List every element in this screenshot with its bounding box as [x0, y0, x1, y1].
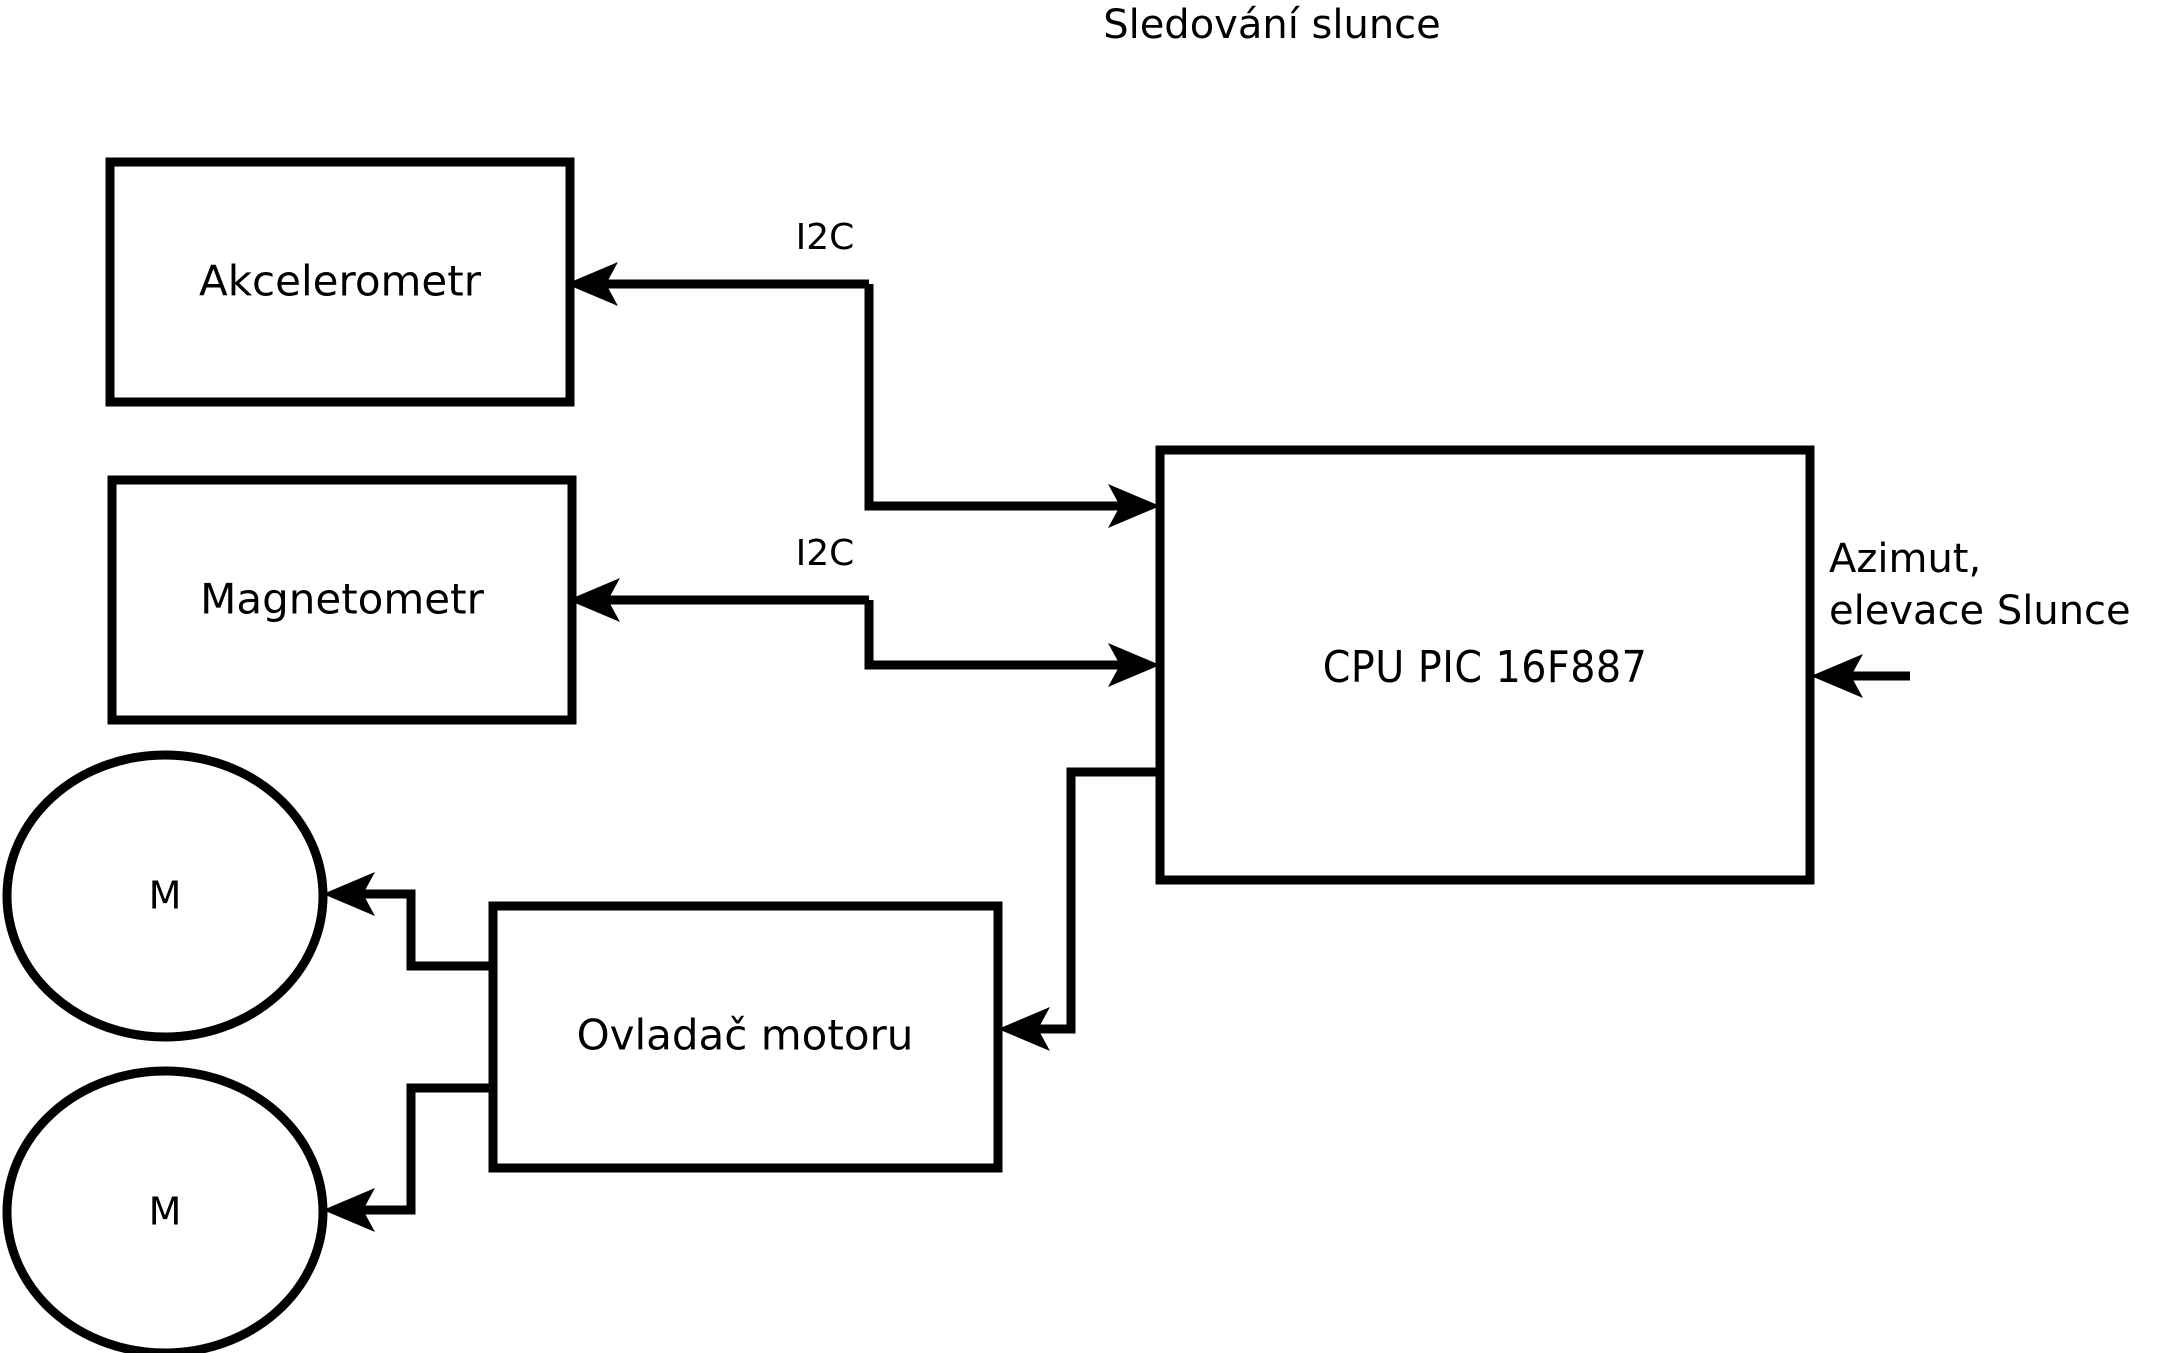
edge-sun-input-to-cpu: Azimut, elevace Slunce [1811, 536, 2131, 698]
motor-top-label: M [149, 874, 182, 918]
page-title: Sledování slunce [1103, 2, 1441, 48]
arrowhead-into-motor-top [323, 872, 375, 916]
node-motor-bottom[interactable]: M [2, 1066, 328, 1353]
arrowhead-into-accelerometer [566, 262, 618, 306]
cpu-to-motor-driver-wire [1030, 767, 1160, 1034]
node-accelerometer[interactable]: Akcelerometr [105, 157, 575, 407]
accelerometer-to-cpu-wire [864, 284, 1128, 511]
edge-motor-driver-to-motor-bottom [323, 1083, 493, 1232]
edge-magnetometer-to-cpu [864, 600, 1160, 687]
accelerometer-label: Akcelerometr [199, 257, 482, 306]
node-motor-driver[interactable]: Ovladač motoru [488, 901, 1003, 1173]
arrowhead-into-magnetometer [568, 578, 620, 622]
edge-cpu-to-magnetometer: I2C [568, 533, 869, 622]
motor-bottom-circle[interactable] [2, 1066, 328, 1353]
arrowhead-into-cpu-from-accelerometer [1108, 484, 1160, 528]
motor-driver-box[interactable] [488, 901, 1003, 1173]
motor-driver-to-motor-bottom-wire [355, 1083, 493, 1215]
motor-driver-to-motor-top-wire [355, 889, 493, 971]
motor-bottom-label: M [149, 1190, 182, 1234]
sun-input-label-line1: Azimut, [1829, 536, 1981, 582]
edge-cpu-to-motor-driver [998, 767, 1160, 1051]
edge-accelerometer-to-cpu [864, 284, 1160, 528]
arrowhead-into-motor-bottom [323, 1188, 375, 1232]
edge-motor-driver-to-motor-top [323, 872, 493, 971]
arrowhead-into-cpu-from-magnetometer [1108, 643, 1160, 687]
cpu-label: CPU PIC 16F887 [1323, 642, 1648, 693]
accelerometer-box[interactable] [105, 157, 575, 407]
accelerometer-i2c-label: I2C [796, 217, 855, 258]
arrowhead-into-cpu-from-sun [1811, 654, 1863, 698]
node-motor-top[interactable]: M [2, 750, 328, 1042]
arrowhead-into-motor-driver [998, 1007, 1050, 1051]
motor-top-circle[interactable] [2, 750, 328, 1042]
node-magnetometer[interactable]: Magnetometr [107, 475, 577, 725]
motor-driver-label: Ovladač motoru [577, 1011, 914, 1060]
edge-cpu-to-accelerometer: I2C [566, 217, 869, 306]
magnetometer-i2c-label: I2C [796, 533, 855, 574]
sun-input-label-line2: elevace Slunce [1829, 588, 2131, 634]
node-cpu[interactable]: CPU PIC 16F887 [1155, 445, 1815, 885]
cpu-box[interactable] [1155, 445, 1815, 885]
magnetometer-box[interactable] [107, 475, 577, 725]
magnetometer-to-cpu-wire [864, 600, 1128, 670]
magnetometer-label: Magnetometr [200, 575, 484, 624]
